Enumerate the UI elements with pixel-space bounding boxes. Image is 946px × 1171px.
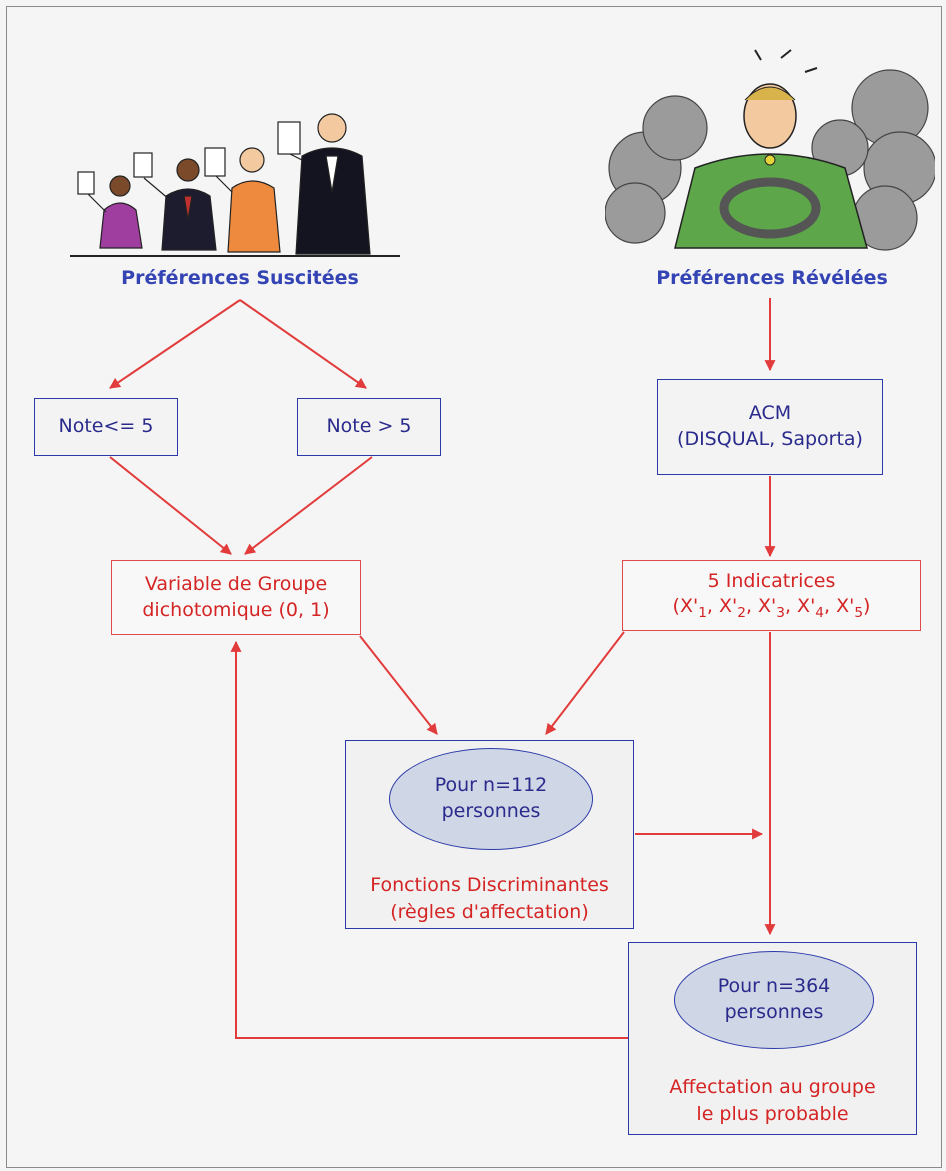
affectation-caption-line1: Affectation au groupe <box>669 1076 876 1098</box>
sample-112-ellipse: Pour n=112 personnes <box>389 748 593 850</box>
indicatrice-subscript-2: 2 <box>737 604 746 621</box>
indicatrice-subscript-1: 1 <box>698 604 707 621</box>
note-high-label: Note > 5 <box>326 415 412 438</box>
feedback-line-to-variable <box>230 640 628 1039</box>
sample-364-unit: personnes <box>724 1001 824 1023</box>
sample-112-unit: personnes <box>441 800 541 822</box>
discriminant-caption: Fonctions Discriminantes (règles d'affec… <box>345 872 634 925</box>
indicatrice-text-1: , X' <box>706 595 738 618</box>
acm-box: ACM (DISQUAL, Saporta) <box>657 379 883 475</box>
indicatrice-text-5: ) <box>863 595 871 618</box>
indicatrice-text-2: , X' <box>745 595 777 618</box>
arrow-to-note-low <box>109 299 241 389</box>
arrow-to-note-high <box>239 299 367 389</box>
indicatrices-variables: (X'1, X'2, X'3, X'4, X'5) <box>673 594 871 622</box>
variable-groupe-line2: dichotomique (0, 1) <box>142 598 330 621</box>
indicatrice-subscript-4: 4 <box>815 604 824 621</box>
judges-illustration <box>70 113 400 257</box>
note-low-box: Note<= 5 <box>34 398 178 456</box>
indicatrices-title: 5 Indicatrices <box>707 569 836 592</box>
affectation-caption: Affectation au groupe le plus probable <box>628 1074 917 1127</box>
discriminant-caption-line1: Fonctions Discriminantes <box>370 874 609 896</box>
outer-frame <box>6 6 942 1168</box>
indicatrice-subscript-5: 5 <box>854 604 864 621</box>
driver-illustration <box>605 49 935 251</box>
note-high-box: Note > 5 <box>297 398 441 456</box>
acm-subtitle: (DISQUAL, Saporta) <box>677 428 863 450</box>
indicatrice-subscript-3: 3 <box>776 604 785 621</box>
sample-364-count: Pour n=364 <box>717 975 831 998</box>
heading-preferences-suscitees: Préférences Suscitées <box>121 267 359 289</box>
arrow-note-low-to-variable <box>109 456 232 555</box>
heading-preferences-revelees: Préférences Révélées <box>656 267 888 289</box>
arrow-indicatrices-to-discriminant <box>545 631 625 735</box>
arrow-note-high-to-variable <box>244 456 373 555</box>
indicatrices-box: 5 Indicatrices (X'1, X'2, X'3, X'4, X'5) <box>622 560 921 631</box>
sample-112-count: Pour n=112 <box>434 774 548 797</box>
sample-364-ellipse: Pour n=364 personnes <box>674 951 874 1049</box>
note-low-label: Note<= 5 <box>58 415 154 438</box>
indicatrice-text-0: (X' <box>672 595 699 618</box>
indicatrice-text-3: , X' <box>784 595 816 618</box>
indicatrice-text-4: , X' <box>824 595 855 618</box>
variable-groupe-line1: Variable de Groupe <box>144 572 328 595</box>
affectation-caption-line2: le plus probable <box>696 1102 849 1125</box>
discriminant-caption-line2: (règles d'affectation) <box>390 900 589 923</box>
acm-title: ACM <box>748 402 792 425</box>
variable-groupe-box: Variable de Groupe dichotomique (0, 1) <box>111 560 361 635</box>
arrow-variable-to-discriminant <box>359 635 438 735</box>
